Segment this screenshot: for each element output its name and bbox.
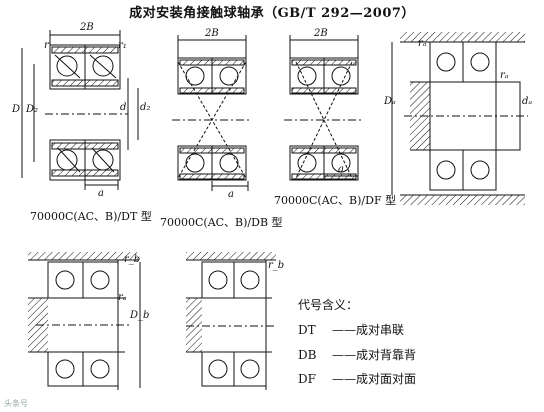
- legend-meaning: 成对背靠背: [356, 348, 417, 362]
- db-left-dim-ra: rₐ: [118, 292, 127, 303]
- db-left-dim-rb: r_b: [124, 254, 140, 265]
- legend-code: DT: [298, 323, 316, 337]
- df-dim-a: a: [338, 164, 344, 175]
- mount-dim-ra-right: rₐ: [500, 70, 509, 81]
- legend-heading: 代号含义：: [298, 298, 359, 312]
- mount-drawing-rb-middle: [186, 252, 276, 390]
- housing-mount-drawing: [391, 32, 528, 205]
- caption-db: 70000C(AC、B)/DB 型: [160, 216, 283, 229]
- legend-meaning: 成对串联: [356, 323, 405, 337]
- legend-code: DB: [298, 348, 317, 362]
- mount-dim-da: dₐ: [522, 96, 532, 107]
- legend-code: DF: [298, 372, 316, 386]
- caption-df: 70000C(AC、B)/DF 型: [274, 194, 397, 207]
- legend-dash: ——: [332, 372, 356, 386]
- caption-dt: 70000C(AC、B)/DT 型: [30, 210, 152, 223]
- dt-dim-D: D: [11, 104, 20, 115]
- dt-dim-2B: 2B: [79, 22, 94, 33]
- df-dim-2B: 2B: [313, 28, 328, 39]
- legend-dash: ——: [332, 323, 356, 337]
- legend-row-df: DF ——成对面对面: [298, 370, 416, 387]
- dt-dim-d2: d₂: [140, 102, 150, 113]
- watermark: 头条号: [4, 399, 28, 408]
- db-bearing-drawing: [172, 35, 252, 191]
- dt-dim-d: d: [120, 102, 126, 113]
- legend-dash: ——: [332, 348, 356, 362]
- middle-dim-rb: r_b: [268, 260, 284, 271]
- dt-dim-D2: D₂: [25, 104, 38, 115]
- diagram-title: 成对安装角接触球轴承（GB/T 292—2007）: [129, 6, 415, 21]
- dt-dim-r1: r₁: [118, 40, 127, 51]
- dt-dim-r: r: [44, 40, 50, 51]
- legend-row-db: DB ——成对背靠背: [298, 346, 416, 363]
- mount-drawing-db-left: [28, 252, 141, 390]
- df-bearing-drawing: [284, 35, 364, 181]
- mount-dim-Da: Dₐ: [383, 96, 396, 107]
- legend-meaning: 成对面对面: [356, 372, 417, 386]
- db-dim-2B: 2B: [204, 28, 219, 39]
- db-left-dim-Db: D_b: [129, 310, 149, 321]
- dt-bearing-drawing: [21, 30, 139, 190]
- dt-dim-a: a: [98, 188, 104, 199]
- mount-dim-ra-left: rₐ: [418, 38, 427, 49]
- legend-row-dt: DT ——成对串联: [298, 321, 404, 338]
- db-dim-a: a: [228, 189, 234, 200]
